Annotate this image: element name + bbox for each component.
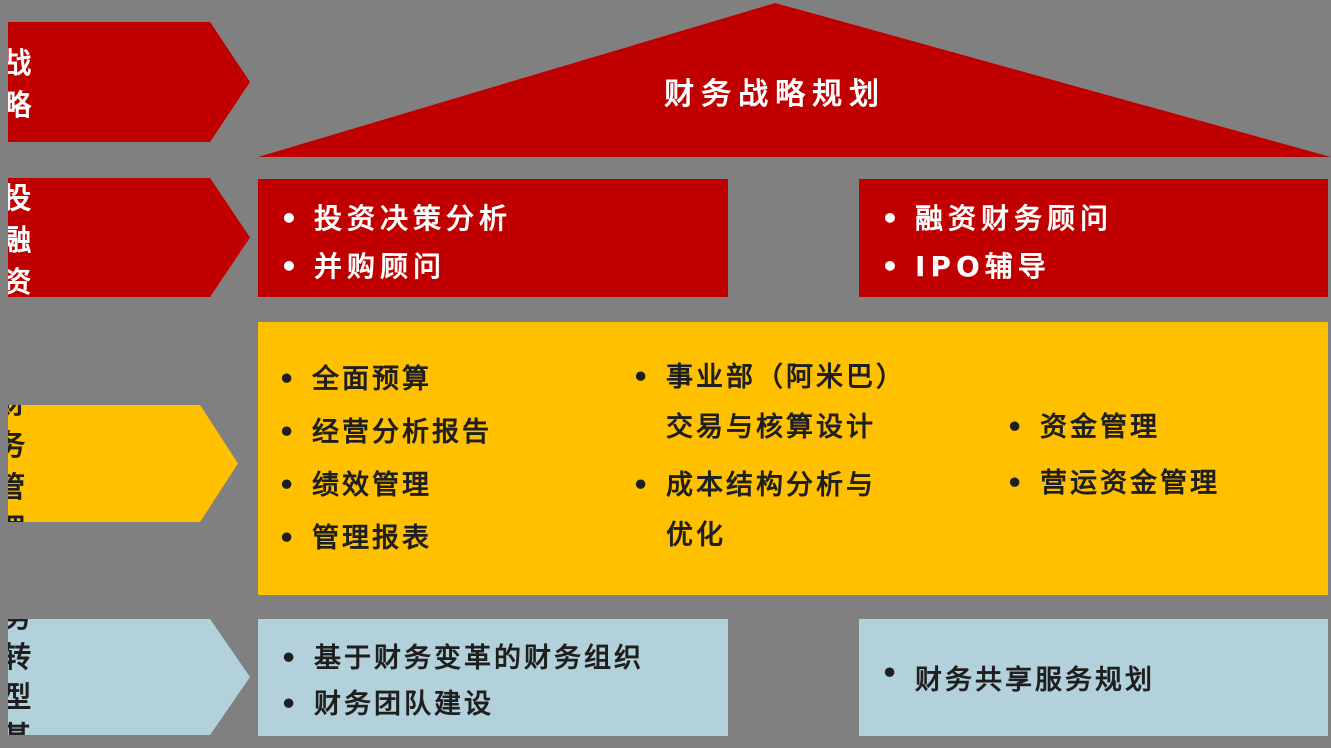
row-label-arrow-financing: 投融资 [8, 178, 250, 297]
bullet-icon: • [280, 689, 298, 720]
management-column-2: • 事业部（阿米巴） 交易与核算设计 • 成本结构分析与 优化 [632, 353, 948, 569]
bullet-text: 财务团队建设 [314, 689, 494, 720]
bullet-text: 资金管理 [1040, 412, 1160, 443]
financing-label: 投融资 [2, 180, 37, 299]
management-column-3: • 资金管理 • 营运资金管理 [1006, 400, 1220, 512]
management-box: • 全面预算 • 经营分析报告 • 绩效管理 • 管理报表 • 事业部（阿米巴） [258, 322, 1328, 595]
bullet-icon: • [1006, 412, 1024, 443]
row-label-arrow-management: 财务管理 [8, 405, 238, 522]
bullet-icon: • [278, 523, 296, 554]
bullet-item: • 资金管理 [1006, 400, 1220, 456]
foundation-left-box: • 基于财务变革的财务组织 • 财务团队建设 [258, 619, 728, 736]
bullet-text-line: 事业部（阿米巴） [666, 362, 906, 393]
foundation-label: 财务转型基础 [2, 560, 37, 748]
financing-right-box: • 融资财务顾问 • IPO辅导 [859, 179, 1328, 297]
bullet-icon: • [278, 470, 296, 501]
management-column-1: • 全面预算 • 经营分析报告 • 绩效管理 • 管理报表 [278, 353, 492, 565]
bullet-icon: • [881, 202, 899, 235]
bullet-item: • 投资决策分析 [280, 195, 728, 243]
bullet-text: 并购顾问 [314, 250, 447, 283]
bullet-icon: • [1006, 468, 1024, 499]
bullet-item: • 成本结构分析与 优化 [632, 461, 948, 561]
bullet-text: 绩效管理 [312, 470, 432, 501]
bullet-text-line: 优化 [666, 520, 726, 551]
roof-title: 财务战略规划 [664, 77, 887, 112]
bullet-icon: • [632, 470, 650, 501]
bullet-item: • IPO辅导 [881, 243, 1328, 291]
bullet-icon: • [881, 658, 899, 689]
foundation-right-box: • 财务共享服务规划 [859, 619, 1328, 736]
bullet-item: • 全面预算 [278, 353, 492, 406]
bullet-icon: • [278, 364, 296, 395]
bullet-icon: • [280, 202, 298, 235]
bullet-item: • 营运资金管理 [1006, 456, 1220, 512]
bullet-text: 营运资金管理 [1040, 468, 1220, 499]
bullet-text: 投资决策分析 [314, 202, 513, 235]
bullet-icon: • [280, 643, 298, 674]
bullet-icon: • [881, 250, 899, 283]
bullet-icon: • [632, 362, 650, 393]
row-label-arrow-foundation: 财务转型基础 [8, 619, 250, 735]
bullet-icon: • [280, 250, 298, 283]
bullet-item: • 管理报表 [278, 512, 492, 565]
financing-left-box: • 投资决策分析 • 并购顾问 [258, 179, 728, 297]
bullet-text: 经营分析报告 [312, 417, 492, 448]
bullet-text: 管理报表 [312, 523, 432, 554]
bullet-text: 财务共享服务规划 [915, 665, 1155, 696]
bullet-item: • 事业部（阿米巴） 交易与核算设计 [632, 353, 948, 453]
bullet-icon: • [278, 417, 296, 448]
bullet-text: 融资财务顾问 [915, 202, 1114, 235]
bullet-item: • 基于财务变革的财务组织 [280, 636, 728, 682]
bullet-text: 成本结构分析与 优化 [666, 461, 948, 561]
bullet-item: • 绩效管理 [278, 459, 492, 512]
bullet-text-line: 成本结构分析与 [666, 470, 876, 501]
bullet-item: • 经营分析报告 [278, 406, 492, 459]
bullet-item: • 并购顾问 [280, 243, 728, 291]
bullet-text: IPO辅导 [915, 250, 1051, 283]
bullet-item: • 财务团队建设 [280, 682, 728, 728]
bullet-text: 事业部（阿米巴） 交易与核算设计 [666, 353, 948, 453]
bullet-text: 基于财务变革的财务组织 [314, 643, 644, 674]
bullet-text-line: 交易与核算设计 [666, 412, 876, 443]
bullet-item: • 融资财务顾问 [881, 195, 1328, 243]
strategy-label: 战略 [2, 46, 37, 122]
roof-banner: 财务战略规划 [258, 3, 1331, 157]
bullet-item: • 财务共享服务规划 [881, 658, 1155, 697]
management-label: 财务管理 [0, 385, 31, 546]
row-label-arrow-strategy: 战略 [8, 22, 250, 142]
bullet-text: 全面预算 [312, 364, 432, 395]
